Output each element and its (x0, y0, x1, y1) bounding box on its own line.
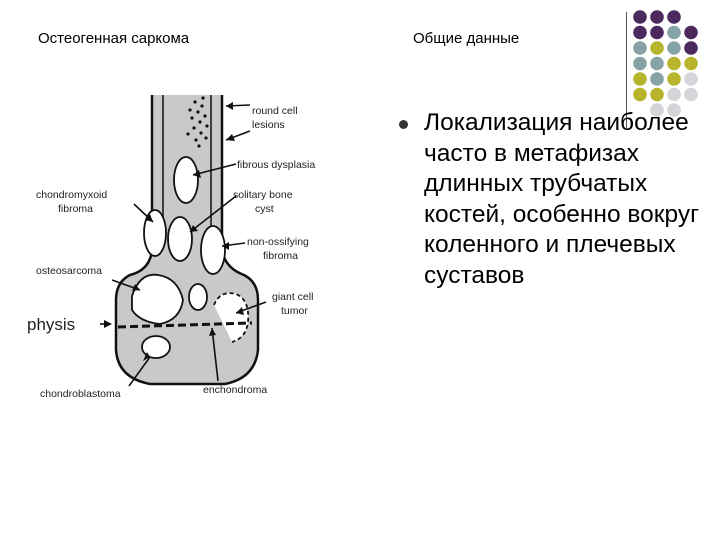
decorative-dot (633, 10, 647, 24)
arrow-heads (104, 102, 244, 361)
decorative-dot-grid (633, 10, 698, 117)
decorative-dot (650, 25, 664, 40)
decorative-dot (667, 103, 681, 117)
label-giant-cell-2: tumor (281, 305, 308, 317)
decorative-dot (667, 87, 681, 102)
decorative-dot (650, 103, 664, 117)
bullet-text: Локализация наиболее часто в метафизах д… (424, 109, 700, 289)
label-chondromyxoid-2: fibroma (58, 203, 93, 215)
decorative-dot (667, 10, 681, 24)
decorative-dot (667, 41, 681, 55)
solitary-bone-cyst-lesion (167, 216, 193, 262)
bone-lesion-diagram: round cell lesions fibrous dysplasia sol… (27, 95, 315, 400)
label-non-ossifying-1: non-ossifying (247, 236, 309, 248)
osteosarcoma-lesion (131, 273, 184, 325)
fibrous-dysplasia-lesion (173, 156, 199, 204)
decorative-dot (633, 56, 647, 71)
physis-line (117, 321, 253, 329)
decorative-dot (684, 72, 698, 86)
decorative-dot (633, 72, 647, 86)
decorative-dot (667, 72, 681, 86)
label-chondroblastoma: chondroblastoma (40, 388, 121, 400)
decorative-dot (650, 56, 664, 71)
round-cell-dots (186, 96, 209, 148)
decorative-dot (650, 72, 664, 86)
decorative-dot (667, 56, 681, 71)
label-osteosarcoma: osteosarcoma (36, 265, 102, 277)
decorative-dot (667, 25, 681, 40)
slide-title-right: Общие данные (413, 30, 520, 47)
chondromyxoid-fibroma-lesion (143, 209, 167, 257)
decorative-dot (650, 10, 664, 24)
label-fibrous-dysplasia: fibrous dysplasia (237, 159, 315, 171)
decorative-dot (684, 56, 698, 71)
decorative-dot (684, 41, 698, 55)
decorative-dot (650, 87, 664, 102)
label-round-cell-2: lesions (252, 119, 285, 131)
label-chondromyxoid-1: chondromyxoid (36, 189, 107, 201)
non-ossifying-fibroma-lesion (200, 225, 226, 275)
header-divider (626, 12, 627, 128)
bullet-point-icon (399, 120, 408, 129)
decorative-dot (684, 87, 698, 102)
label-non-ossifying-2: fibroma (263, 250, 298, 262)
decorative-dot (684, 25, 698, 40)
label-round-cell-1: round cell (252, 105, 298, 117)
decorative-dot (633, 87, 647, 102)
small-metaphyseal-lesion (188, 283, 208, 311)
decorative-dot (650, 41, 664, 55)
decorative-dot (633, 25, 647, 40)
slide-title-left: Остеогенная саркома (38, 30, 190, 47)
label-giant-cell-1: giant cell (272, 291, 313, 303)
chondroblastoma-lesion (141, 335, 171, 359)
label-physis: physis (27, 315, 75, 334)
label-solitary-1: solitary bone (233, 189, 293, 201)
label-enchondroma: enchondroma (203, 384, 267, 396)
giant-cell-tumor-lesion (213, 292, 250, 343)
label-solitary-2: cyst (255, 203, 274, 215)
decorative-dot (633, 41, 647, 55)
